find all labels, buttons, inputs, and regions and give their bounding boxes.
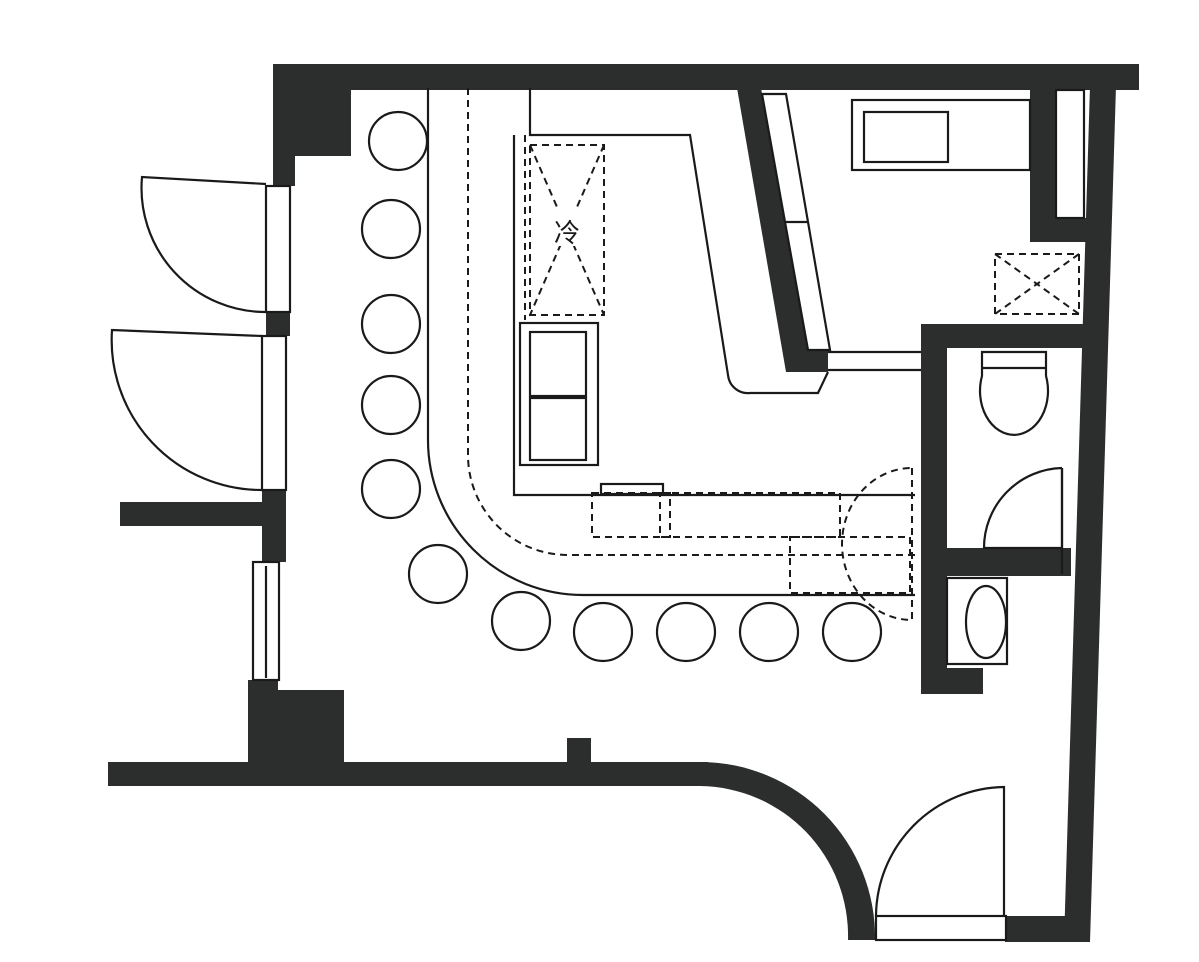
door-swing-lower [110, 328, 263, 492]
right-wall [1064, 86, 1116, 942]
equipment-box [994, 253, 1080, 315]
bar-stool [367, 110, 429, 172]
door-swing-bottom-right [874, 785, 1006, 917]
storage-partition-vertical [1030, 90, 1056, 240]
toilet-bottom-stub [921, 668, 983, 694]
refrigerator-label-bg [548, 210, 586, 246]
walls [108, 64, 1139, 942]
storage-partition-horizontal [1030, 218, 1086, 242]
bottom-wall [108, 762, 708, 786]
bar-stool [821, 601, 883, 663]
bar-stools [360, 110, 883, 663]
sink-basin-lower [528, 396, 588, 462]
toilet-bowl [978, 350, 1050, 436]
toilet-room [945, 350, 1064, 666]
kitchen-back [760, 88, 1086, 372]
bar-counter [426, 88, 915, 597]
bar-stool [655, 601, 717, 663]
washbasin [964, 584, 1008, 660]
lower-left-block [248, 690, 344, 762]
under-counter-box-3 [789, 536, 911, 594]
sink-outer [518, 321, 600, 467]
bottom-right-door [874, 785, 1008, 942]
under-counter-box-2 [659, 492, 841, 538]
left-wall-mid [266, 312, 290, 336]
bar-stool [360, 198, 422, 260]
entrance-doors [110, 175, 267, 492]
toilet-top-wall [921, 324, 1091, 348]
refrigerator-cross-1 [529, 144, 605, 316]
toilet-door-swing [982, 466, 1064, 550]
bar-stool [490, 590, 552, 652]
bar-stool [738, 601, 800, 663]
kitchen-shelf [760, 92, 832, 352]
kitchen-slanted-wall [737, 88, 828, 372]
left-windows [251, 184, 292, 682]
bar-stool [360, 374, 422, 436]
counter-inner-edge [528, 88, 829, 395]
curved-entrance-wall [700, 762, 876, 940]
door-swing-upper [140, 175, 267, 314]
refrigerator-label: 冷 [554, 219, 580, 249]
toilet-left-wall [921, 324, 947, 694]
counter-gate-swing [841, 467, 913, 622]
bar-stool [360, 293, 422, 355]
counter-dashed-line [467, 88, 915, 556]
window-frame-1 [264, 184, 292, 314]
left-wall-upper [273, 140, 295, 186]
back-counter-edge [512, 135, 915, 497]
refrigerator-cross-2 [529, 144, 605, 316]
storage-cabinet-inner [862, 110, 950, 164]
refrigerator: 冷 [529, 144, 605, 316]
top-wall [273, 64, 1139, 90]
bar-stool [407, 543, 469, 605]
under-counter-box-1 [591, 492, 671, 538]
bar-stool [360, 458, 422, 520]
left-stub-wall [120, 502, 285, 526]
under-counter-equipment [591, 467, 913, 622]
storage-closet [1054, 88, 1086, 220]
bar-stool [572, 601, 634, 663]
refrigerator-outline [529, 144, 605, 316]
counter-outer-edge [426, 88, 915, 597]
equipment-cross-2 [994, 253, 1080, 315]
storage-cabinet [850, 98, 1032, 172]
toilet-divider [945, 548, 1071, 576]
window-frame-2 [260, 334, 288, 492]
sink [518, 321, 600, 467]
bottom-wall-nub [567, 738, 591, 764]
sink-basin-upper [528, 330, 588, 398]
door-threshold [874, 914, 1008, 942]
